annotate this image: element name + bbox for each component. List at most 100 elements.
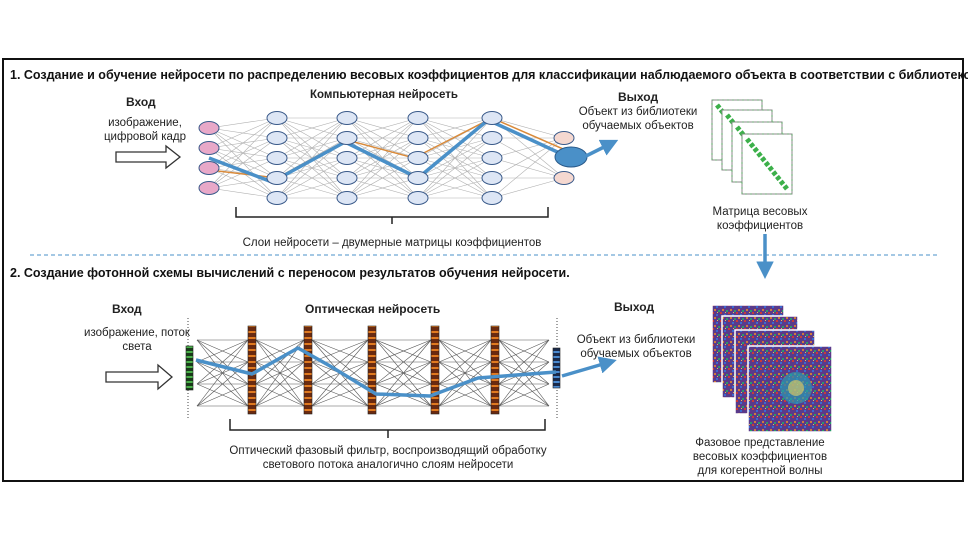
optical-path bbox=[311, 339, 369, 363]
hidden-node bbox=[336, 151, 358, 165]
optical-path bbox=[255, 383, 305, 407]
optical-path bbox=[255, 339, 305, 363]
network-connection bbox=[276, 117, 348, 199]
section1-input-desc: изображение, цифровой кадр bbox=[103, 117, 187, 143]
optical-path bbox=[438, 383, 492, 407]
hidden-node bbox=[407, 131, 429, 145]
network-connection bbox=[417, 117, 493, 139]
network-connection bbox=[276, 157, 348, 199]
section1-network-nodes bbox=[198, 111, 588, 205]
network-connection bbox=[491, 137, 565, 159]
network-connection bbox=[276, 177, 348, 199]
hidden-node bbox=[266, 131, 288, 145]
hidden-node bbox=[481, 111, 503, 125]
optical-path bbox=[498, 339, 550, 363]
optical-path bbox=[196, 339, 249, 407]
section1-output-header: Выход bbox=[618, 90, 659, 104]
optical-path bbox=[375, 339, 432, 385]
network-connection bbox=[491, 177, 565, 199]
output-node bbox=[553, 171, 575, 185]
diagram-frame bbox=[2, 58, 964, 482]
hidden-node bbox=[481, 171, 503, 185]
input-node bbox=[198, 181, 220, 195]
section2-flow-arrow bbox=[195, 346, 557, 398]
network-connection bbox=[346, 117, 419, 199]
network-connection bbox=[276, 117, 348, 139]
optical-path bbox=[375, 339, 432, 363]
optical-path bbox=[196, 339, 249, 363]
hidden-node bbox=[407, 111, 429, 125]
hidden-node bbox=[407, 191, 429, 205]
section1-input-arrow bbox=[115, 144, 182, 170]
optical-path bbox=[196, 383, 249, 407]
section2-input-slab bbox=[185, 345, 194, 391]
hidden-node bbox=[266, 191, 288, 205]
network-connection bbox=[346, 117, 419, 139]
network-connection bbox=[346, 117, 419, 179]
input-node bbox=[198, 141, 220, 155]
section1-flow-arrow bbox=[208, 118, 567, 184]
section1-output-arrow bbox=[585, 139, 619, 158]
hidden-node bbox=[481, 191, 503, 205]
optical-path bbox=[498, 383, 550, 407]
section1-layers-bracket bbox=[235, 207, 549, 224]
phase-filter-layer bbox=[247, 325, 257, 415]
section2-phase-filters bbox=[247, 325, 500, 415]
hidden-node bbox=[481, 131, 503, 145]
hidden-node bbox=[266, 111, 288, 125]
optical-path bbox=[438, 339, 492, 407]
optical-path bbox=[311, 339, 369, 385]
network-connection bbox=[346, 137, 419, 199]
section2-network-header: Оптическая нейросеть bbox=[305, 302, 441, 316]
network-connection bbox=[417, 177, 493, 199]
optical-path bbox=[196, 339, 249, 385]
section2-input-desc: изображение, поток света bbox=[84, 327, 190, 353]
phase-filter-layer bbox=[430, 325, 440, 415]
optical-path bbox=[438, 339, 492, 363]
network-connection bbox=[208, 187, 278, 199]
network-connection bbox=[208, 117, 278, 129]
network-connection bbox=[346, 157, 419, 199]
section2-phase-caption: Фазовое представление весовых коэффициен… bbox=[692, 437, 828, 477]
section1-network-header: Компьютерная нейросеть bbox=[310, 89, 458, 101]
section1-input-header: Вход bbox=[126, 95, 156, 109]
optical-path bbox=[311, 361, 369, 407]
network-connection bbox=[208, 117, 278, 189]
network-connection bbox=[208, 157, 278, 189]
network-connection bbox=[346, 117, 419, 159]
optical-path bbox=[498, 361, 550, 407]
hidden-node bbox=[266, 171, 288, 185]
input-node bbox=[198, 161, 220, 175]
optical-path bbox=[255, 361, 305, 407]
hidden-node bbox=[336, 131, 358, 145]
section1-highlight-path bbox=[208, 117, 571, 179]
phase-map-stack bbox=[711, 304, 833, 433]
network-connection bbox=[346, 177, 419, 199]
section1-layers-caption: Слои нейросети – двумерные матрицы коэфф… bbox=[242, 237, 542, 249]
section2-input-arrow bbox=[105, 363, 173, 391]
network-connection bbox=[417, 137, 493, 199]
hidden-node bbox=[336, 171, 358, 185]
network-connection bbox=[491, 137, 565, 199]
output-result-node bbox=[554, 146, 588, 168]
section2-output-header: Выход bbox=[614, 300, 655, 314]
output-node bbox=[553, 131, 575, 145]
network-connection bbox=[208, 117, 278, 149]
network-connection bbox=[417, 157, 493, 199]
section1-network-connections bbox=[208, 117, 565, 199]
hidden-node bbox=[266, 151, 288, 165]
network-connection bbox=[276, 117, 348, 179]
network-connection bbox=[208, 117, 278, 169]
hidden-node bbox=[407, 171, 429, 185]
hidden-node bbox=[481, 151, 503, 165]
section2-network-connections bbox=[196, 339, 550, 407]
section2-output-slab bbox=[552, 347, 561, 389]
phase-filter-layer bbox=[303, 325, 313, 415]
network-connection bbox=[491, 117, 565, 139]
section2-filter-bracket bbox=[229, 419, 546, 438]
input-node bbox=[198, 121, 220, 135]
phase-filter-layer bbox=[490, 325, 500, 415]
section2-title: 2. Создание фотонной схемы вычислений с … bbox=[10, 266, 570, 280]
section1-title: 1. Создание и обучение нейросети по расп… bbox=[10, 68, 968, 82]
